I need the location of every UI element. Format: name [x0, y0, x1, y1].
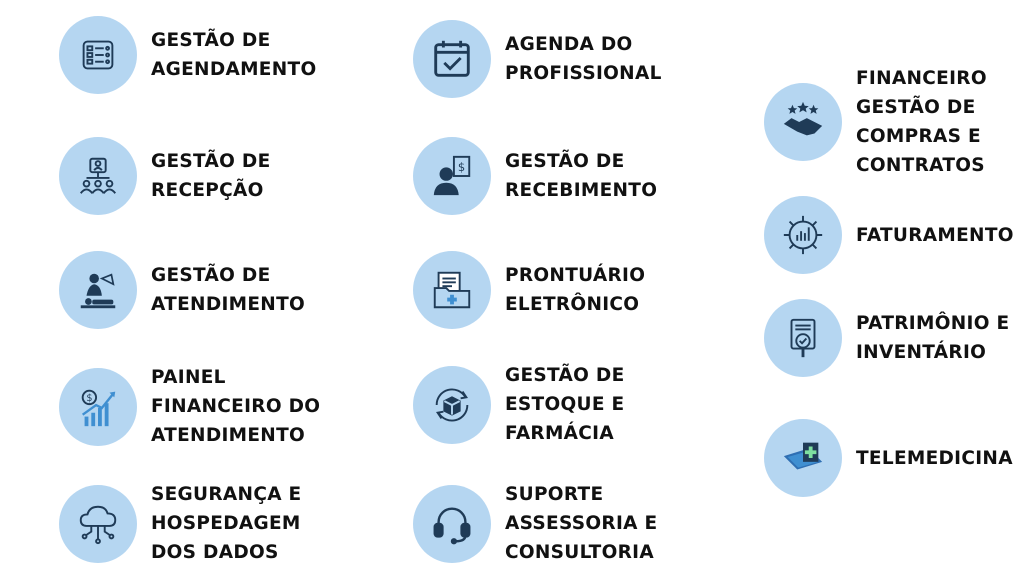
feature-financeiro-compras: FINANCEIRO GESTÃO DE COMPRAS E CONTRATOS — [764, 64, 987, 180]
feature-gestao-recebimento: $ GESTÃO DE RECEBIMENTO — [413, 137, 657, 215]
label-line: SEGURANÇA E — [151, 484, 302, 505]
label-line: FATURAMENTO — [856, 224, 1014, 246]
feature-label: FINANCEIRO GESTÃO DE COMPRAS E CONTRATOS — [856, 64, 987, 180]
label-line: PROFISSIONAL — [505, 63, 662, 84]
feature-suporte-consultoria: SUPORTE ASSESSORIA E CONSULTORIA — [413, 480, 657, 567]
label-line: RECEPÇÃO — [151, 180, 264, 201]
cloud-network-icon — [59, 484, 137, 563]
label-line: GESTÃO DE — [151, 30, 271, 51]
medical-folder-icon — [413, 251, 491, 329]
person-receipt-icon: $ — [413, 137, 491, 215]
label-line: AGENDA DO — [505, 34, 633, 55]
label-line: HOSPEDAGEM — [151, 513, 301, 534]
patient-care-icon — [59, 251, 137, 329]
document-magnifier-icon — [764, 299, 842, 377]
label-line: ASSESSORIA E — [505, 513, 658, 534]
label-line: CONTRATOS — [856, 155, 985, 176]
feature-label: AGENDA DO PROFISSIONAL — [505, 30, 662, 88]
label-line: RECEBIMENTO — [505, 180, 658, 201]
handshake-stars-icon — [764, 83, 842, 161]
label-line: PATRIMÔNIO E — [856, 313, 1010, 334]
feature-label: TELEMEDICINA — [856, 444, 1013, 473]
headset-icon — [413, 484, 491, 563]
feature-label: GESTÃO DE RECEPÇÃO — [151, 147, 271, 205]
label-line: FARMÁCIA — [505, 423, 614, 444]
feature-label: PAINEL FINANCEIRO DO ATENDIMENTO — [151, 363, 320, 450]
label-line: AGENDAMENTO — [151, 59, 317, 80]
feature-prontuario-eletronico: PRONTUÁRIO ELETRÔNICO — [413, 251, 645, 329]
box-cycle-icon — [413, 365, 491, 444]
label-line: INVENTÁRIO — [856, 342, 987, 363]
label-line: DOS DADOS — [151, 542, 279, 563]
feature-label: GESTÃO DE RECEBIMENTO — [505, 147, 657, 205]
feature-agenda-profissional: AGENDA DO PROFISSIONAL — [413, 20, 662, 98]
feature-label: GESTÃO DE AGENDAMENTO — [151, 26, 316, 84]
checklist-icon — [59, 16, 137, 94]
feature-gestao-atendimento: GESTÃO DE ATENDIMENTO — [59, 251, 305, 329]
telemedicine-tablet-icon — [764, 419, 842, 497]
label-line: GESTÃO DE — [505, 365, 625, 386]
label-line: ATENDIMENTO — [151, 294, 306, 315]
svg-text:$: $ — [458, 160, 465, 174]
label-line: TELEMEDICINA — [856, 447, 1013, 469]
feature-telemedicina: TELEMEDICINA — [764, 419, 1013, 497]
label-line: GESTÃO DE — [151, 265, 271, 286]
feature-seguranca-dados: SEGURANÇA E HOSPEDAGEM DOS DADOS — [59, 480, 302, 567]
label-line: GESTÃO DE — [151, 151, 271, 172]
svg-text:$: $ — [86, 393, 92, 404]
label-line: FINANCEIRO DO — [151, 396, 321, 417]
label-line: ELETRÔNICO — [505, 294, 640, 315]
label-line: FINANCEIRO — [856, 68, 987, 89]
feature-faturamento: FATURAMENTO — [764, 196, 1014, 274]
label-line: SUPORTE — [505, 484, 604, 505]
feature-label: PATRIMÔNIO E INVENTÁRIO — [856, 309, 1009, 367]
feature-label: FATURAMENTO — [856, 221, 1014, 250]
label-line: CONSULTORIA — [505, 542, 654, 563]
label-line: PRONTUÁRIO — [505, 265, 646, 286]
feature-estoque-farmacia: GESTÃO DE ESTOQUE E FARMÁCIA — [413, 361, 625, 448]
reception-group-icon — [59, 137, 137, 215]
gear-chart-icon — [764, 196, 842, 274]
feature-gestao-recepcao: GESTÃO DE RECEPÇÃO — [59, 137, 271, 215]
label-line: ESTOQUE E — [505, 394, 625, 415]
label-line: ATENDIMENTO — [151, 425, 306, 446]
feature-label: SEGURANÇA E HOSPEDAGEM DOS DADOS — [151, 480, 302, 567]
feature-label: PRONTUÁRIO ELETRÔNICO — [505, 261, 645, 319]
label-line: GESTÃO DE — [505, 151, 625, 172]
feature-label: SUPORTE ASSESSORIA E CONSULTORIA — [505, 480, 657, 567]
label-line: COMPRAS E — [856, 126, 981, 147]
feature-label: GESTÃO DE ESTOQUE E FARMÁCIA — [505, 361, 625, 448]
feature-gestao-agendamento: GESTÃO DE AGENDAMENTO — [59, 16, 316, 94]
feature-label: GESTÃO DE ATENDIMENTO — [151, 261, 305, 319]
calendar-check-icon — [413, 20, 491, 98]
label-line: PAINEL — [151, 367, 226, 388]
feature-painel-financeiro: $ PAINEL FINANCEIRO DO ATENDIMENTO — [59, 363, 320, 450]
growth-chart-icon: $ — [59, 367, 137, 446]
feature-patrimonio-inventario: PATRIMÔNIO E INVENTÁRIO — [764, 299, 1009, 377]
label-line: GESTÃO DE — [856, 97, 976, 118]
